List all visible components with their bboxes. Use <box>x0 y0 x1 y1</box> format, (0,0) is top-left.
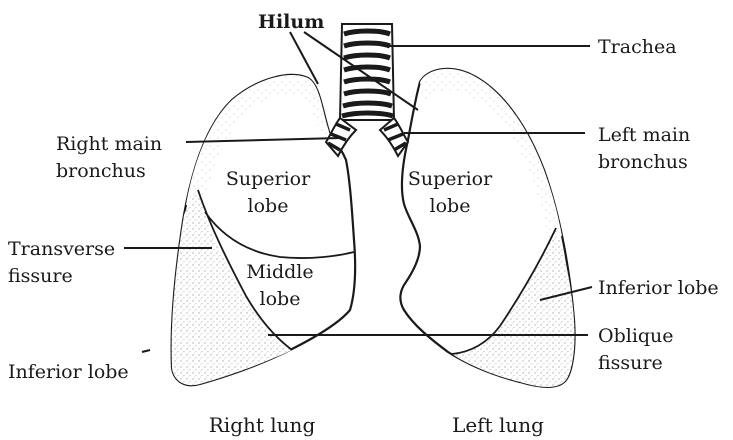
left-main-bronchus-label-line1: Left main <box>598 124 690 146</box>
oblique-fissure-label-line2: fissure <box>598 352 663 374</box>
right-main-bronchus-label-line1: Right main <box>56 133 162 155</box>
left-superior-lobe-label-line1: Superior <box>408 168 493 190</box>
left-superior-lobe-label-line2: lobe <box>430 195 471 217</box>
right-lung <box>172 75 356 385</box>
left-main-bronchus-label-line2: bronchus <box>598 151 688 173</box>
inferior-lobe-label-right-lung: Inferior lobe <box>8 361 129 383</box>
right-superior-lobe-label-line2: lobe <box>248 195 289 217</box>
left-lung-caption: Left lung <box>452 413 544 437</box>
right-superior-lobe-label-line1: Superior <box>226 168 311 190</box>
right-middle-lobe-label-line2: lobe <box>260 288 301 310</box>
transverse-fissure-label-line2: fissure <box>8 265 73 287</box>
trachea <box>326 24 408 156</box>
right-lung-caption: Right lung <box>209 413 316 437</box>
hilum-label: Hilum <box>258 11 324 33</box>
oblique-fissure-label-line1: Oblique <box>598 325 674 347</box>
right-inferior-lobe-tick <box>142 350 150 352</box>
right-main-bronchus-label-line2: bronchus <box>56 160 146 182</box>
transverse-fissure-label-line1: Transverse <box>8 238 115 260</box>
inferior-lobe-label-left-lung: Inferior lobe <box>598 277 719 299</box>
right-middle-lobe-label-line1: Middle <box>246 261 313 283</box>
trachea-label: Trachea <box>598 36 677 58</box>
main-bronchi <box>326 118 408 156</box>
left-lung <box>400 69 574 387</box>
